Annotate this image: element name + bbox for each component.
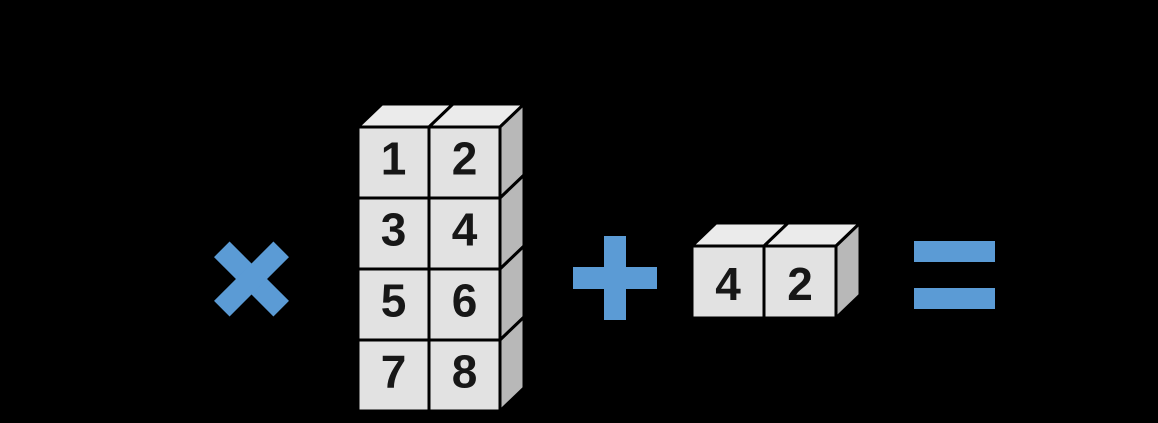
matrix-cell-value: 4 — [452, 204, 478, 256]
cube-front-face — [427, 267, 502, 342]
matrix-cell-value: 3 — [381, 204, 407, 256]
vector-cell-value: 4 — [715, 258, 741, 310]
equals-icon-bar-top — [914, 241, 995, 262]
matrix-cell-value: 5 — [381, 275, 407, 327]
bias-vector: 4 2 — [688, 219, 864, 322]
matrix-cell-value: 8 — [452, 346, 478, 398]
cube-front-face — [427, 338, 502, 413]
cube-front-face — [762, 244, 838, 320]
vector-cell-value: 2 — [787, 258, 813, 310]
plus-icon-bar-vertical — [604, 236, 626, 320]
multiply-icon-bar-vertical — [214, 241, 289, 317]
equals-icon — [914, 241, 995, 309]
weight-matrix: 1 2 3 4 5 6 7 8 — [354, 100, 528, 415]
matrix-cell-value: 2 — [452, 133, 478, 185]
equals-icon-bar-bottom — [914, 288, 995, 309]
matrix-cell-value: 1 — [381, 133, 407, 185]
multiply-icon — [214, 241, 289, 317]
cube-front-face — [427, 125, 502, 200]
matrix-cell-value: 6 — [452, 275, 478, 327]
cube-front-face — [690, 244, 766, 320]
matrix-cell-value: 7 — [381, 346, 407, 398]
cube-front-face — [427, 196, 502, 271]
plus-icon — [573, 236, 657, 320]
